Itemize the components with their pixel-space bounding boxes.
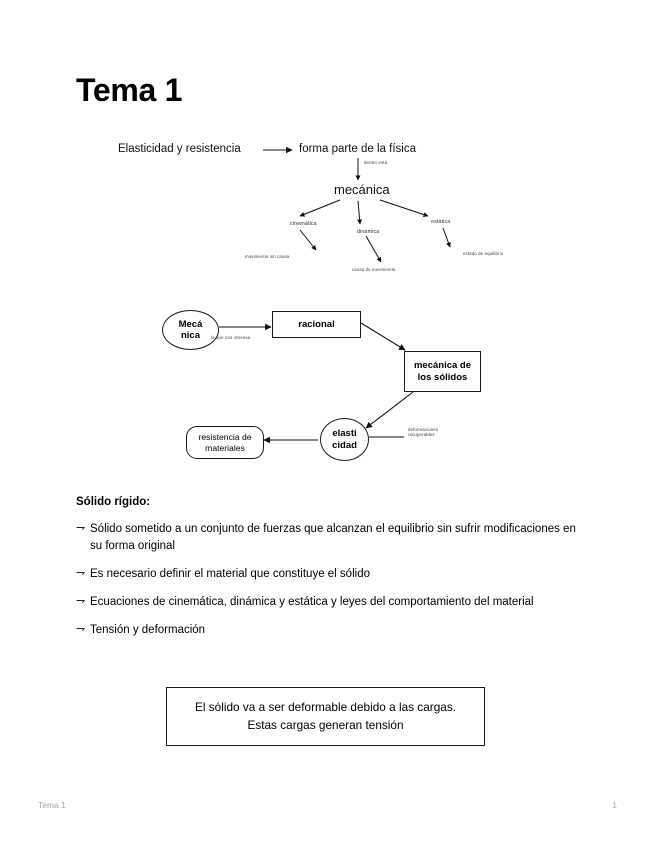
diagram2-node-mecanica-solidos: mecánica de los sólidos [404,351,481,392]
callout-line-1: El sólido va a ser deformable debido a l… [195,700,456,715]
diagram2-label-deformaciones-line1: deformaciones [408,427,439,432]
diagram1-node-estatica-sub: estado de equilibrio [463,251,504,256]
callout-box: El sólido va a ser deformable debido a l… [166,687,485,746]
section-solido-rigido: Sólido rígido: ⇁ Sólido sometido a un co… [76,496,576,649]
diagram1-node-cinematica-sub: movimiento sin causa [245,254,290,259]
diagram2-node-resistencia-materiales: resistencia de materiales [186,426,264,459]
footer-page-number: 1 [612,800,617,810]
diagram2-node-mecanica-line2: nica [180,330,200,341]
diagram2-node-mecanica-line1: Mecá [178,318,203,330]
diagram-2-arrows [219,322,414,444]
footer-label: Tema 1 [38,800,66,810]
bullet-text: Tensión y deformación [90,623,206,636]
bullet-item: ⇁ Tensión y deformación [76,622,576,639]
diagram1-node-mecanica: mecánica [334,182,390,197]
diagram1-node-cinematica: cinemática [290,221,317,227]
diagram-concept-map-1: Elasticidad y resistencia forma parte de… [0,0,655,300]
section-heading: Sólido rígido: [76,496,151,508]
bullet-item: ⇁ Sólido sometido a un conjunto de fuerz… [76,521,576,555]
diagram-concept-map-2: Mecá nica la que nos interesa racional m… [162,310,481,461]
diagram2-node-racional: racional [272,311,361,338]
bullet-text: Es necesario definir el material que con… [90,567,370,580]
bullet-marker-icon: ⇁ [76,566,86,579]
diagram2-node-mecanica-solidos-line1: mecánica de [413,360,472,372]
diagram1-node-dinamica-sub: causa de movimiento [352,267,396,272]
bullet-marker-icon: ⇁ [76,594,86,607]
diagram2-label-deformaciones-line2: recuperables [408,431,435,437]
diagram2-node-elasticidad: elasti cidad [320,418,369,461]
diagram2-node-elasticidad-line1: elasti [332,428,357,440]
diagram2-node-resistencia-line2: materiales [205,442,245,453]
diagram1-node-dinamica: dinámica [357,229,380,235]
diagram2-edge-label-interesa: la que nos interesa [211,335,251,340]
diagram1-node-forma-parte: forma parte de la física [299,143,416,155]
diagram1-edge-label-dentro-esta: dentro está [364,160,388,165]
bullet-marker-icon: ⇁ [76,522,86,534]
diagram2-node-resistencia-line1: resistencia de [198,432,252,443]
bullet-marker-icon: ⇁ [76,622,86,635]
bullet-text: Ecuaciones de cinemática, dinámica y est… [90,595,534,608]
diagram1-node-estatica: estática [431,219,451,225]
page-footer: Tema 1 1 [0,800,655,820]
bullet-item: ⇁ Ecuaciones de cinemática, dinámica y e… [76,594,576,611]
diagram2-node-mecanica: Mecá nica [162,310,219,350]
bullet-item: ⇁ Es necesario definir el material que c… [76,566,576,583]
bullet-text: Sólido sometido a un conjunto de fuerzas… [90,523,576,552]
callout-line-2: Estas cargas generan tensión [247,717,404,732]
diagram2-node-elasticidad-line2: cidad [332,439,357,451]
diagram2-node-mecanica-solidos-line2: los sólidos [417,371,468,383]
page-title: Tema 1 [76,72,183,108]
diagram2-label-deformaciones: deformaciones recuperables [408,427,439,438]
diagram1-node-elasticidad: Elasticidad y resistencia [118,143,241,155]
diagram-1-arrows [263,146,451,263]
